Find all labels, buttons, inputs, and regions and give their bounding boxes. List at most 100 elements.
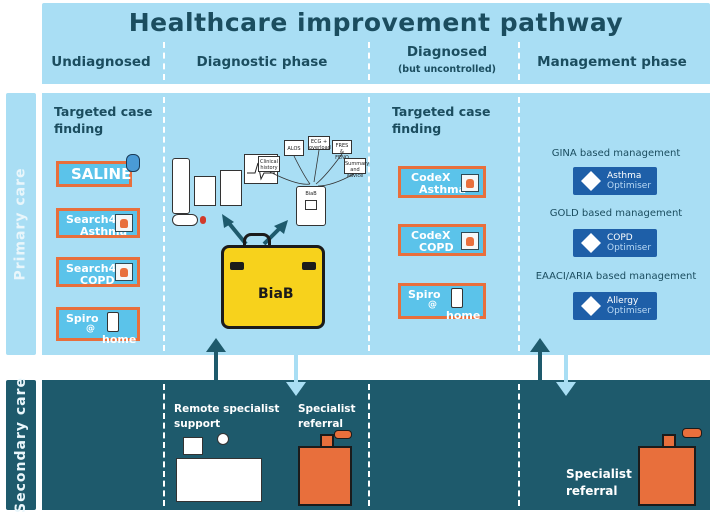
lungs-icon [115, 263, 133, 281]
case-finding-line1: Targeted case [54, 104, 153, 119]
gina-label: GINA based management [551, 148, 681, 159]
optimiser-logo-icon [581, 233, 601, 253]
phone-icon [451, 288, 463, 308]
hospital-cross-icon [320, 434, 334, 448]
column-divider [368, 384, 370, 506]
computer-monitor-icon [183, 437, 203, 455]
spiro-line2: home [102, 333, 137, 346]
codex-asthma-line1: CodeX [411, 171, 451, 184]
biab-label: BiaB [258, 286, 294, 302]
gold-label: GOLD based management [549, 208, 683, 219]
spiro-home-card: Spiro @ home [56, 307, 140, 346]
phase-divider [368, 42, 370, 80]
spirometer-icon [194, 176, 216, 206]
search4-copd-line1: Search4 [66, 262, 117, 275]
specialist-desk-sketch [176, 433, 262, 502]
optimiser-name: Allergy [607, 296, 639, 306]
optimiser-sub: Optimiser [607, 181, 652, 191]
search4-copd-line2: COPD [80, 274, 115, 287]
remote-line2: support [174, 418, 221, 430]
phase-management: Management phase [537, 54, 687, 70]
column-divider [368, 97, 370, 351]
spiro-line1: Spiro [66, 312, 99, 325]
remote-line1: Remote specialist [174, 403, 280, 415]
search4-copd-card: Search4 COPD [56, 257, 140, 287]
copd-optimiser-badge: COPD Optimiser [573, 229, 657, 257]
phase-diagnosed-subtitle: (but uncontrolled) [397, 64, 497, 75]
specialist-referral-text-2: Specialist referral [566, 466, 632, 500]
referral-line2: referral [298, 418, 344, 430]
codex-copd-line2: COPD [419, 241, 454, 254]
column-divider [518, 97, 520, 351]
case-finding-heading: Targeted case finding [54, 103, 152, 137]
lungs-icon [461, 174, 479, 192]
spiro-at: @ [428, 300, 437, 310]
bag-clasp [230, 262, 244, 270]
optimiser-logo-icon [581, 296, 601, 316]
connector-lines [269, 149, 355, 187]
allergy-optimiser-badge: Allergy Optimiser [573, 292, 657, 320]
clinical-history-box: Clinical history [258, 156, 280, 172]
optimiser-name: Asthma [607, 171, 642, 181]
alos-box: ALOS [284, 140, 304, 156]
secondary-care-panel [42, 380, 710, 510]
optimiser-sub: Optimiser [607, 243, 652, 253]
phase-divider [163, 42, 165, 80]
column-divider [163, 97, 165, 351]
spiro-home-card-2: Spiro @ home [398, 283, 486, 322]
diagram-title: Healthcare improvement pathway [42, 3, 710, 47]
phase-diagnostic: Diagnostic phase [196, 54, 328, 70]
phone-icon [107, 312, 119, 332]
lungs-icon [115, 214, 133, 232]
ecg-box: ECG + overload [308, 136, 331, 151]
saline-tool-card: SALINE [56, 161, 132, 187]
specialist-referral-text-1: Specialist referral [298, 402, 356, 432]
lungs-icon [461, 232, 479, 250]
hospital-icon [298, 434, 352, 506]
spiro-at: @ [86, 324, 95, 334]
spiro-line1: Spiro [408, 288, 441, 301]
referral-line1: Specialist [298, 403, 356, 415]
optimiser-logo-icon [581, 171, 601, 191]
monitor-icon [220, 170, 242, 206]
codex-asthma-line2: Asthma [419, 183, 467, 196]
spiro-line2: home [446, 309, 481, 322]
diagnostic-workflow-sketch: Clinical history ALOS ECG + overload FRE… [258, 136, 369, 236]
tablet-image-icon [305, 200, 317, 210]
case-finding-line1: Targeted case [392, 104, 491, 119]
tablet-label: BiaB [305, 191, 317, 197]
bag-handle [243, 233, 271, 247]
device-icon [172, 158, 190, 214]
case-finding-line2: finding [54, 121, 104, 136]
phase-header-row: Undiagnosed Diagnostic phase Diagnosed (… [42, 40, 710, 84]
helicopter-icon [682, 428, 702, 438]
specialist-head-icon [217, 433, 229, 445]
helicopter-icon [334, 430, 352, 439]
optimiser-sub: Optimiser [607, 306, 652, 316]
remote-specialist-support-text: Remote specialist support [174, 402, 279, 432]
secondary-care-text: Secondary care [13, 377, 30, 513]
phase-divider [518, 42, 520, 80]
search4-asthma-line1: Search4 [66, 213, 117, 226]
optimiser-name: COPD [607, 233, 633, 243]
referral-line1: Specialist [566, 467, 632, 481]
asthma-optimiser-badge: Asthma Optimiser [573, 167, 657, 195]
hospital-icon [638, 434, 696, 506]
case-finding-line2: finding [392, 121, 442, 136]
fres-feno-box: FRES & FENO [332, 140, 352, 161]
column-divider [163, 384, 165, 506]
eaaci-label: EAACI/ARIA based management [535, 271, 697, 282]
primary-care-text: Primary care [13, 167, 29, 281]
blood-drop-icon [200, 216, 206, 224]
biab-suitcase: BiaB [221, 245, 325, 329]
hospital-cross-icon [662, 434, 676, 448]
codex-copd-card: CodeX COPD [398, 224, 486, 256]
column-divider [518, 384, 520, 506]
lungs-icon [126, 154, 140, 172]
case-finding-heading-2: Targeted case finding [392, 103, 490, 137]
codex-copd-line1: CodeX [411, 229, 451, 242]
secondary-care-label: Secondary care [6, 377, 36, 513]
tablet-icon: BiaB [296, 186, 326, 226]
codex-asthma-card: CodeX Asthma [398, 166, 486, 198]
phase-diagnosed: Diagnosed [406, 44, 488, 60]
